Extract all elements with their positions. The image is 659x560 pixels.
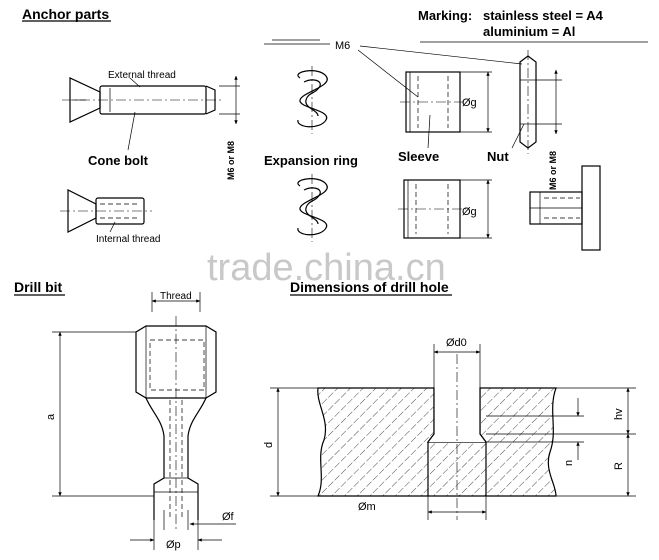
marking-label: Marking: xyxy=(418,8,472,23)
heading-drill-bit: Drill bit xyxy=(14,279,63,295)
m6-leader-nut xyxy=(359,45,523,65)
watermark: trade.china.cn xyxy=(207,247,446,289)
anchor-assembled xyxy=(529,165,601,251)
drill-thread-label: Thread xyxy=(160,291,192,302)
drill-hole-section xyxy=(317,354,557,520)
hole-m-label: Øm xyxy=(358,501,376,513)
nut-label: Nut xyxy=(487,149,509,164)
marking-aluminium: aluminium = Al xyxy=(483,24,575,39)
drill-a-label: a xyxy=(45,413,57,420)
hole-d0-label: Ød0 xyxy=(446,337,467,349)
sleeve-bottom xyxy=(398,179,466,239)
hole-d-label: d xyxy=(263,442,275,448)
nut-shape xyxy=(519,50,537,154)
cone-bolt-label: Cone bolt xyxy=(88,153,149,168)
heading-anchor-parts: Anchor parts xyxy=(22,6,109,22)
drill-f-label: Øf xyxy=(222,511,235,523)
cone-bolt-external xyxy=(62,77,224,123)
bolt-size-label: M6 or M8 xyxy=(226,141,236,180)
cone-bolt-leader xyxy=(127,111,136,151)
cone-bolt-internal xyxy=(60,189,152,233)
internal-thread-label: Internal thread xyxy=(96,234,161,245)
nut-size-label: M6 or M8 xyxy=(548,151,558,190)
sleeve-label: Sleeve xyxy=(398,149,439,164)
hole-r-label: R xyxy=(613,462,625,470)
drill-bit-body xyxy=(135,316,217,530)
sleeve-bottom-g-label: Øg xyxy=(462,206,477,218)
expansion-ring-top xyxy=(297,66,328,134)
external-thread-label: External thread xyxy=(108,70,176,81)
hole-hv-label: hv xyxy=(613,408,625,420)
sleeve-g-label: Øg xyxy=(462,97,477,109)
expansion-ring-bottom xyxy=(297,174,328,242)
drill-p-label: Øp xyxy=(166,539,181,551)
sleeve-top xyxy=(400,71,466,133)
expansion-ring-label: Expansion ring xyxy=(264,153,358,168)
marking-stainless: stainless steel = A4 xyxy=(483,8,604,23)
hole-n-label: n xyxy=(563,460,575,466)
m6-leader-sleeve xyxy=(357,49,419,98)
heading-dimensions: Dimensions of drill hole xyxy=(290,279,449,295)
m6-label: M6 xyxy=(335,40,350,52)
